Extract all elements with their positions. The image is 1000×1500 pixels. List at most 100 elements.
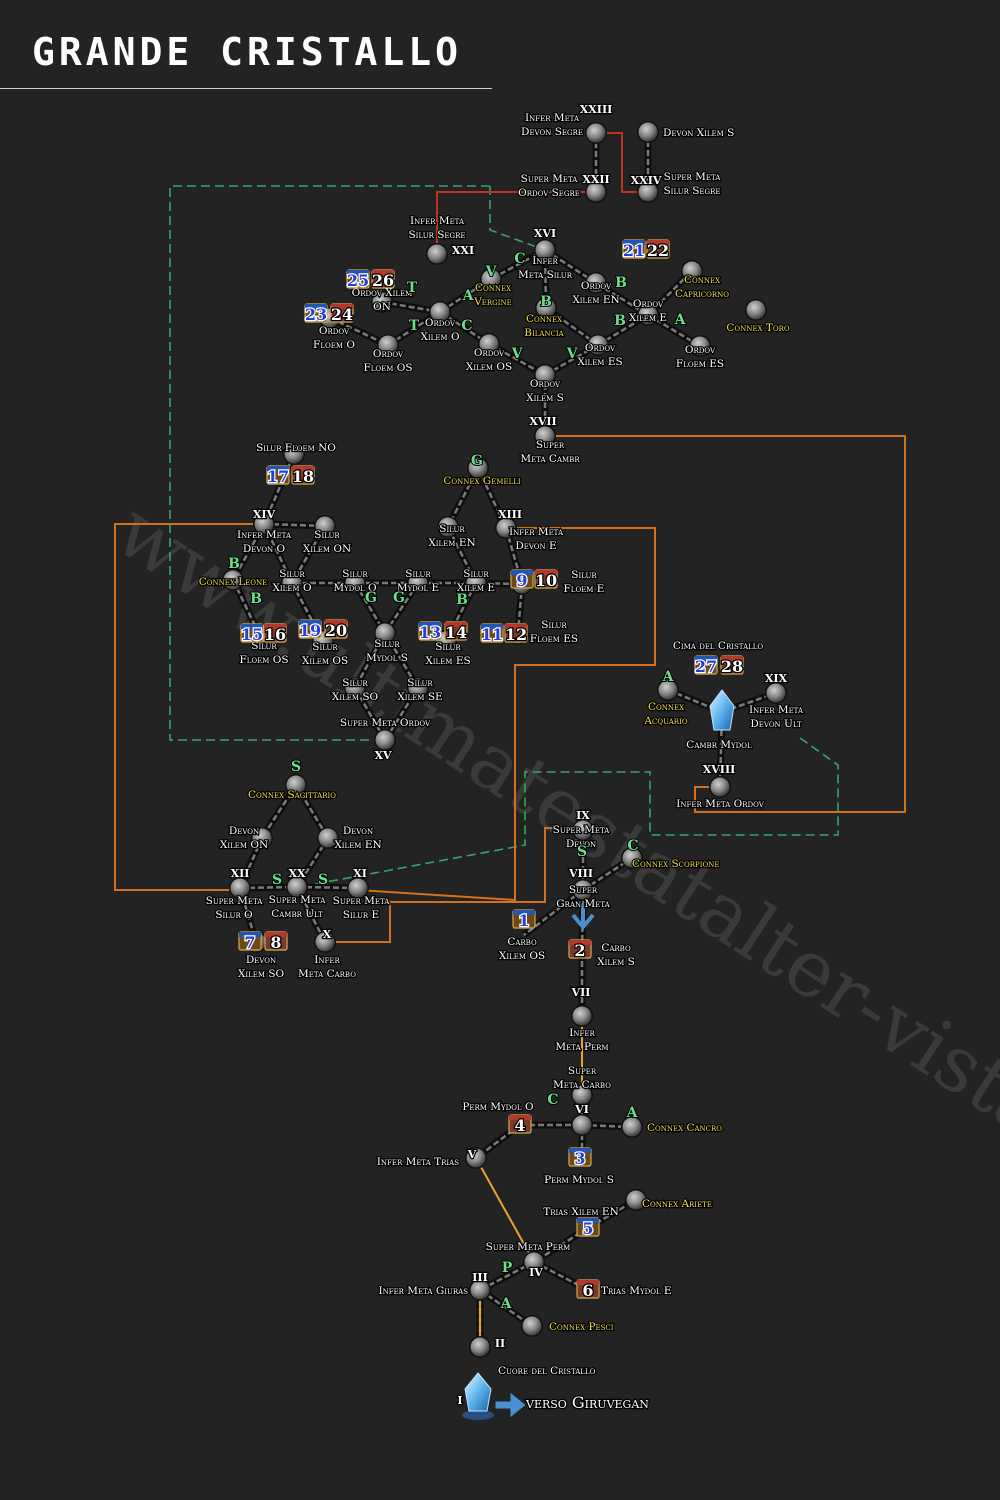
map-node-dxon[interactable] [252,828,272,848]
map-node-n6[interactable] [572,1115,592,1135]
license-letter: B [540,294,552,310]
treasure-chest-icon[interactable]: 12 [504,623,528,645]
treasure-chest-icon[interactable]: 10 [534,569,558,591]
treasure-chest-icon[interactable]: 28 [720,655,744,677]
treasure-chest-icon[interactable]: 3 [568,1147,592,1169]
map-node-dxen[interactable] [318,828,338,848]
map-node-cgem[interactable] [468,458,488,478]
map-node-img[interactable] [470,1280,490,1300]
map-node-smp[interactable] [524,1252,544,1272]
map-node-ofos[interactable] [378,335,398,355]
map-node-sxe[interactable] [466,573,486,593]
map-node-n17[interactable] [535,426,555,446]
map-node-n7[interactable] [572,1006,592,1026]
map-node-cari[interactable] [626,1190,646,1210]
node-label: Cambr Mydol [686,739,752,751]
treasure-chest-icon[interactable]: 21 [622,239,646,261]
stage-numeral: XXII [582,173,609,186]
treasure-chest-icon[interactable]: 18 [291,465,315,487]
map-node-oxs[interactable] [535,365,555,385]
treasure-chest-icon[interactable]: 19 [298,619,322,641]
map-node-n12[interactable] [230,878,250,898]
treasure-chest-icon[interactable]: 6 [576,1279,600,1301]
treasure-chest-icon[interactable]: 22 [646,239,670,261]
map-node-n21[interactable] [427,244,447,264]
treasure-chest-icon[interactable]: 4 [508,1114,532,1136]
treasure-chest-icon[interactable]: 2 [568,939,592,961]
treasure-chest-icon[interactable]: 1 [512,909,536,931]
map-node-sfno[interactable] [284,444,304,464]
treasure-chest-icon[interactable]: 17 [266,465,290,487]
map-node-sxen[interactable] [438,517,458,537]
treasure-chest-icon[interactable]: 27 [694,655,718,677]
treasure-chest-icon[interactable]: 24 [330,303,354,325]
map-node-n24[interactable] [638,182,658,202]
map-node-ccan[interactable] [622,1117,642,1137]
treasure-chest-icon[interactable]: 13 [418,621,442,643]
treasure-chest-icon[interactable]: 5 [576,1217,600,1239]
map-node-ctoro[interactable] [746,300,766,320]
map-node-n16[interactable] [535,240,555,260]
map-node-sme[interactable] [408,573,428,593]
map-node-ccap[interactable] [682,261,702,281]
treasure-chest-icon[interactable]: 26 [371,269,395,291]
map-node-smc[interactable] [572,1085,592,1105]
map-node-n10[interactable] [315,932,335,952]
treasure-chest-icon[interactable]: 7 [238,931,262,953]
treasure-chest-icon[interactable]: 23 [304,303,328,325]
map-node-oxes[interactable] [588,335,608,355]
map-node-cverg[interactable] [481,269,501,289]
map-node-sxon[interactable] [315,516,335,536]
map-node-n2[interactable] [470,1337,490,1357]
map-node-cscor[interactable] [622,848,642,868]
map-node-cbil[interactable] [536,298,556,318]
map-node-sms[interactable] [375,623,395,643]
treasure-chest-icon[interactable]: 20 [324,619,348,641]
map-node-sxso[interactable] [345,678,365,698]
map-node-oxon[interactable] [372,292,392,312]
map-node-n11[interactable] [348,878,368,898]
map-node-oxen[interactable] [586,273,606,293]
map-node-n15[interactable] [375,730,395,750]
license-letter: S [577,844,587,860]
map-node-smo[interactable] [345,573,365,593]
map-node-imt[interactable] [466,1148,486,1168]
treasure-chest-icon[interactable]: 8 [264,931,288,953]
map-node-sxse[interactable] [408,678,428,698]
map-node-oxe[interactable] [638,305,658,325]
treasure-chest-icon[interactable]: 16 [263,623,287,645]
map-node-oxos[interactable] [479,334,499,354]
chest-number: 14 [445,623,467,642]
map-node-ofes[interactable] [690,336,710,356]
license-letter: S [272,872,282,888]
map-node-oxo[interactable] [430,302,450,322]
map-node-n14[interactable] [254,514,274,534]
map-node-n8[interactable] [573,880,593,900]
node-label: Connex Pesci [549,1321,614,1333]
map-node-csag[interactable] [286,775,306,795]
map-node-sxo[interactable] [282,573,302,593]
map-node-n19[interactable] [766,683,786,703]
map-node-n20[interactable] [287,877,307,897]
map-node-cpes[interactable] [522,1316,542,1336]
treasure-chest-icon[interactable]: 9 [510,569,534,591]
map-node-n18[interactable] [710,777,730,797]
map-node-n9[interactable] [573,820,593,840]
treasure-chest-icon[interactable]: 11 [480,623,504,645]
map-node-dxs[interactable] [638,122,658,142]
map-node-n13[interactable] [496,518,516,538]
map-node-cleo[interactable] [223,570,243,590]
crystal-icon[interactable] [709,689,735,731]
map-node-n22[interactable] [586,182,606,202]
node-label: Connex Toro [726,322,789,334]
path-edge [446,467,480,528]
crystal-icon[interactable] [462,1372,494,1420]
treasure-chest-icon[interactable]: 15 [240,623,264,645]
map-node-cacq[interactable] [658,680,678,700]
map-node-n23[interactable] [586,123,606,143]
treasure-chest-icon[interactable]: 25 [346,269,370,291]
treasure-chest-icon[interactable]: 14 [444,621,468,643]
